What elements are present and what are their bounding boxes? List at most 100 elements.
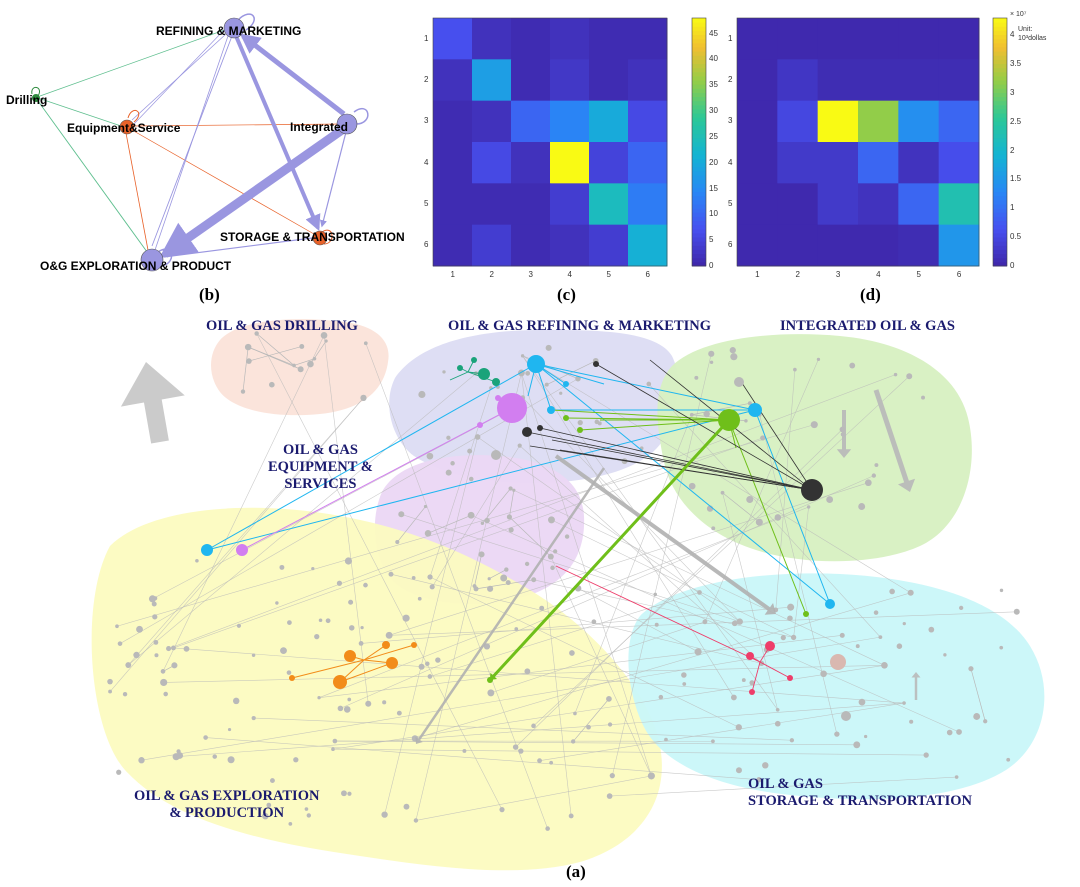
gray-node (299, 344, 305, 349)
gray-node (136, 625, 143, 633)
flow-arrow (911, 672, 921, 700)
y-tick-label: 2 (728, 75, 733, 84)
colorbar-segment (692, 75, 706, 81)
gray-node (703, 410, 710, 418)
colorbar-frame (691, 17, 707, 267)
colorbar-segment (692, 63, 706, 69)
gray-node (864, 479, 872, 487)
gray-node (762, 762, 769, 769)
colorbar-segment (993, 71, 1007, 77)
colored-node (344, 650, 356, 662)
gray-node (398, 511, 405, 518)
region-exploration (91, 507, 662, 871)
flow-arrow (554, 454, 776, 615)
heatmap-frame (432, 17, 668, 267)
b-label-storage: STORAGE & TRANSPORTATION (220, 230, 405, 244)
heatmap-cell (433, 224, 473, 267)
gray-node (902, 621, 906, 626)
gray-node (658, 694, 664, 700)
gray-node (293, 757, 299, 763)
x-tick-label: 4 (876, 270, 881, 279)
gray-node (789, 738, 795, 743)
gray-edge (429, 387, 492, 578)
gray-edge (429, 576, 739, 728)
gray-edge (318, 506, 809, 698)
gray-node (907, 589, 914, 596)
heatmap-cell (433, 59, 473, 102)
colorbar-tick-label: 40 (709, 54, 718, 64)
gray-node (839, 632, 845, 638)
colored-node (491, 450, 501, 460)
colorbar-segment (692, 187, 706, 193)
gray-node (417, 596, 422, 601)
colorbar-tick-label: 1 (1010, 203, 1015, 213)
gray-node (591, 619, 597, 625)
colorbar-segment (993, 208, 1007, 213)
gray-edge (173, 647, 905, 704)
gray-node (878, 635, 883, 640)
colorbar-segment (993, 67, 1007, 73)
gray-edge (609, 776, 957, 797)
colored-node (577, 427, 583, 433)
gray-edge (116, 424, 815, 627)
heatmap-cell (898, 18, 940, 60)
heatmap-cell (777, 183, 819, 226)
flow-arrow (836, 410, 852, 458)
colored-edge (550, 409, 730, 421)
colored-node (527, 355, 545, 373)
colorbar-tick-label: 2.5 (1010, 116, 1022, 126)
colorbar-segment (692, 104, 706, 110)
colored-nodes (201, 355, 851, 721)
b-edge-drilling-equipment (37, 97, 125, 128)
gray-edge (533, 375, 910, 727)
gray-node (780, 635, 786, 641)
gray-node (396, 710, 402, 716)
gray-node (246, 358, 252, 364)
heatmap-cell (550, 18, 590, 60)
b-node-refining (223, 17, 245, 39)
gray-node (462, 749, 467, 753)
gray-node (153, 640, 159, 645)
colorbar-tick-label: 45 (709, 28, 718, 38)
gray-edge (521, 372, 572, 816)
gray-node (176, 752, 184, 759)
heatmap-cell (737, 100, 778, 143)
gray-node (445, 469, 452, 476)
gray-node (871, 473, 876, 478)
colorbar-segment (692, 96, 706, 102)
colorbar-segment (692, 30, 706, 36)
gray-edge (152, 404, 520, 600)
heatmap-cell (472, 100, 512, 143)
gray-node (855, 644, 860, 649)
heatmap-cell (737, 224, 778, 267)
b-self-loop-equipment (127, 109, 140, 123)
gray-edge (427, 514, 472, 534)
gray-node (514, 627, 519, 631)
heatmap-cell (628, 224, 668, 267)
colorbar-segment (993, 224, 1007, 230)
gray-edge (490, 621, 706, 694)
gray-node (382, 700, 387, 705)
gray-node (720, 490, 725, 495)
gray-node (956, 729, 962, 735)
gray-edge (550, 556, 652, 777)
gray-node (424, 530, 432, 537)
b-self-loop-exploration (157, 248, 173, 267)
gray-node (741, 678, 746, 683)
colored-node (537, 425, 543, 431)
heatmap-cell (777, 100, 819, 143)
gray-edge (401, 513, 740, 622)
heatmap-frame (736, 17, 980, 267)
gray-edge (474, 554, 482, 587)
colorbar-segment (993, 100, 1007, 106)
colored-edge (539, 427, 813, 491)
gray-node (467, 448, 473, 454)
colored-node (841, 711, 851, 721)
gray-edge (248, 346, 302, 362)
heatmap-cell (777, 18, 819, 60)
heatmap-d-exponent: × 10⁷ (1010, 11, 1027, 18)
gray-edge (242, 347, 249, 392)
gray-edge (256, 333, 503, 810)
colored-node (801, 479, 823, 501)
